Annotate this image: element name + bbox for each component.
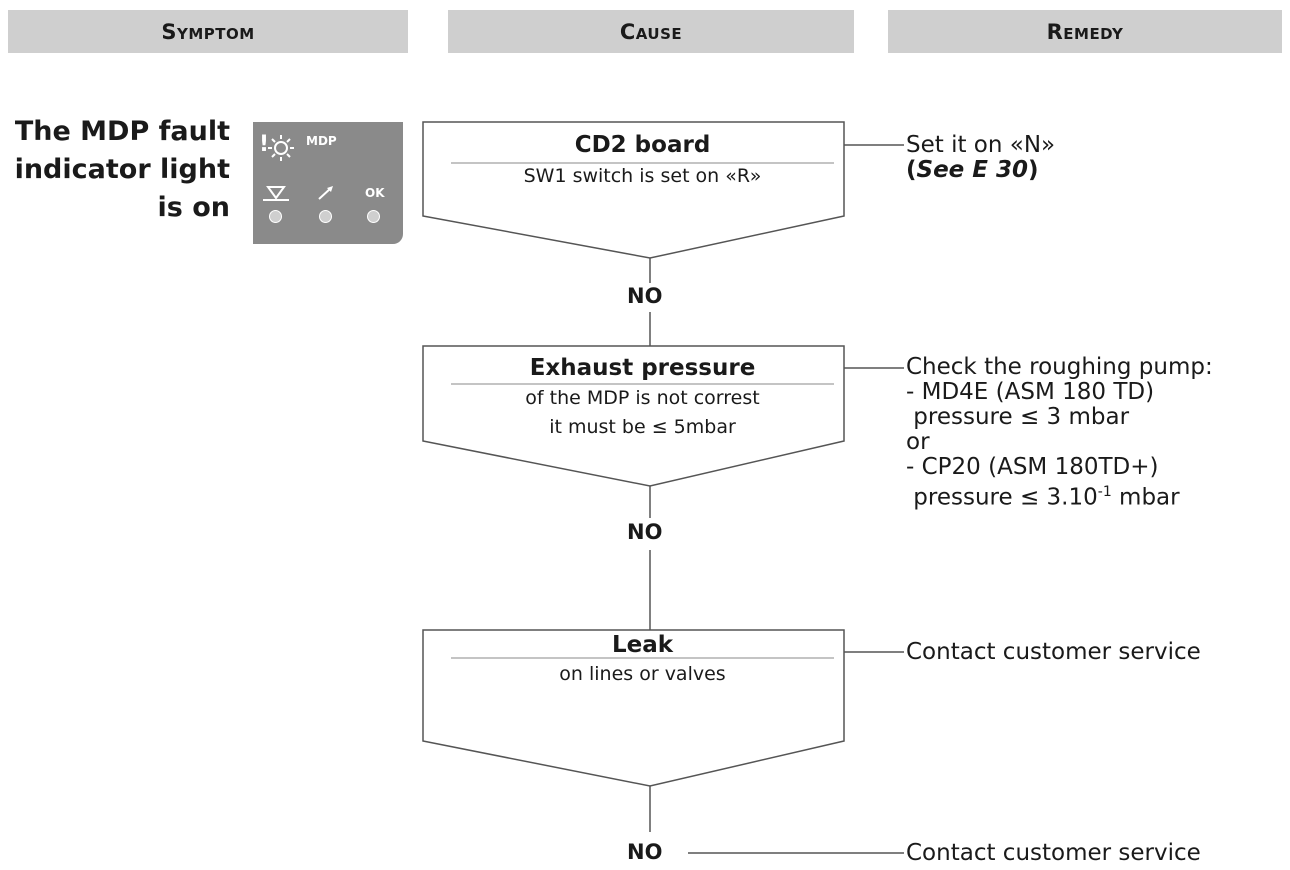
- speed-arrow-icon: [318, 186, 333, 200]
- symptom-line-1: The MDP fault: [14, 116, 230, 147]
- cause-1-detail: SW1 switch is set on «R»: [523, 165, 762, 187]
- remedy-4: Contact customer service: [906, 840, 1201, 866]
- cause-1-title: CD2 board: [574, 132, 711, 158]
- cause-2: Exhaust pressure of the MDP is not corre…: [451, 353, 834, 440]
- cause-3-title: Leak: [611, 632, 674, 658]
- header-cause: Cause: [448, 10, 854, 53]
- mdp-label: MDP: [306, 134, 337, 148]
- symptom-line-3: is on: [157, 192, 231, 223]
- symptom-line-2: indicator light: [14, 154, 230, 185]
- led-speed: [319, 210, 332, 223]
- lit-lamp-icon: [268, 135, 294, 161]
- cause-3-detail: on lines or valves: [559, 663, 726, 685]
- no-label-1: NO: [627, 284, 663, 308]
- remedy-2-line-5: - CP20 (ASM 180TD+): [906, 454, 1159, 480]
- cause-box-3: [422, 629, 845, 787]
- cause-3: Leak on lines or valves: [451, 630, 834, 687]
- remedy-1-line-1: Set it on «N»: [906, 132, 1056, 158]
- header-symptom: Symptom: [8, 10, 408, 53]
- cause-1: CD2 board SW1 switch is set on «R»: [451, 130, 834, 189]
- remedy-1: Set it on «N» (See E 30): [906, 133, 1055, 183]
- remedy-2-line-2: - MD4E (ASM 180 TD): [906, 379, 1155, 405]
- header-remedy: Remedy: [888, 10, 1282, 53]
- indicator-panel: ! MDP OK: [253, 122, 403, 244]
- remedy-1-reference: (See E 30): [906, 157, 1039, 183]
- cause-2-detail-1: of the MDP is not correst: [525, 387, 760, 409]
- vacuum-level-icon: [263, 186, 289, 201]
- remedy-2: Check the roughing pump: - MD4E (ASM 180…: [906, 355, 1213, 511]
- no-label-2: NO: [627, 520, 663, 544]
- led-vacuum: [269, 210, 282, 223]
- remedy-2-line-4: or: [906, 429, 930, 455]
- remedy-2-line-1: Check the roughing pump:: [906, 354, 1213, 380]
- no-label-3: NO: [627, 840, 663, 864]
- cause-2-title: Exhaust pressure: [529, 355, 756, 381]
- alert-icon: !: [259, 132, 270, 157]
- remedy-2-line-3: pressure ≤ 3 mbar: [906, 404, 1130, 430]
- ok-label: OK: [365, 186, 385, 200]
- symptom-text: The MDP fault indicator light is on: [10, 113, 230, 227]
- cause-box-1: [422, 121, 845, 259]
- remedy-2-line-6: pressure ≤ 3.10-1 mbar: [906, 484, 1180, 511]
- led-ok: [367, 210, 380, 223]
- cause-2-detail-2: it must be ≤ 5mbar: [549, 416, 736, 438]
- remedy-3: Contact customer service: [906, 639, 1201, 665]
- cause-box-2: [422, 345, 845, 487]
